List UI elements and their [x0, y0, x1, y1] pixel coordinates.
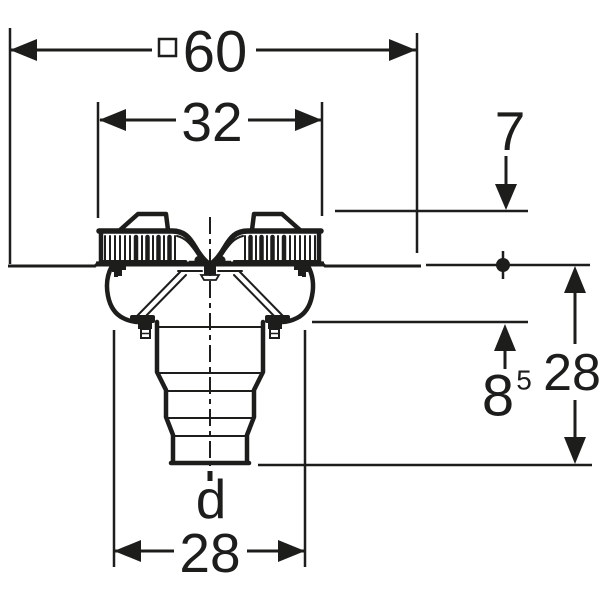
dimension-clamp-depth-8-5: 8 5	[312, 320, 532, 429]
basket-foot	[299, 265, 308, 277]
arrowhead-down	[495, 184, 517, 210]
dim-value-32: 32	[181, 91, 242, 153]
outlet-pipe	[154, 319, 266, 466]
dim-value-28: 28	[543, 344, 600, 402]
funnel-diagonal-right-inner	[233, 274, 279, 321]
center-plug	[189, 255, 231, 281]
basket-handle	[249, 211, 303, 233]
basket-foot	[112, 265, 121, 277]
clamp-bolt-head-right	[268, 323, 282, 329]
membrane-right	[319, 260, 421, 268]
datum-dot	[496, 258, 510, 272]
funnel-diagonal-left-outer	[136, 270, 182, 317]
clamp-right	[265, 315, 290, 323]
membrane-left	[8, 260, 101, 268]
basket-handle	[117, 211, 171, 233]
plug-wing-right	[214, 255, 226, 265]
dimension-overall-square-60: 60	[8, 20, 419, 264]
arrowhead-right	[295, 109, 322, 131]
arrowhead-down	[564, 437, 586, 464]
body-wall-right	[279, 263, 316, 325]
dim-value-28-bottom: 28	[179, 522, 240, 584]
arrowhead-right	[389, 39, 416, 61]
datum-marker	[426, 251, 590, 279]
dim-value-60: 60	[183, 20, 248, 85]
dimension-body-width-28: 28	[112, 330, 307, 584]
pipe-wall-left	[154, 319, 176, 465]
plug-base	[199, 274, 221, 281]
dimension-depth-28: 28	[258, 266, 600, 467]
basket-slats-thick	[248, 234, 287, 263]
clamp-bolt-head-left	[138, 323, 152, 329]
basket-slats-thin	[244, 235, 316, 262]
strainer-basket-left	[96, 211, 212, 277]
funnel-diagonal-right-outer	[238, 270, 284, 317]
arrowhead-left	[99, 109, 126, 131]
pipe-wall-right	[244, 319, 266, 465]
plug-body	[204, 265, 216, 275]
funnel-diagonal-left-inner	[141, 274, 187, 321]
arrowhead-up	[564, 266, 586, 293]
strainer-basket-right	[208, 211, 324, 277]
drain-body	[104, 263, 316, 339]
arrowhead-left	[114, 540, 141, 562]
arrowhead-right	[278, 540, 305, 562]
dimension-height-7: 7	[335, 100, 528, 213]
basket-slats-thick	[133, 234, 172, 263]
clamp-left	[130, 315, 155, 323]
dim-value-5-superscript: 5	[516, 365, 532, 396]
dim-value-7: 7	[495, 100, 526, 162]
body-wall-left	[104, 263, 141, 325]
arrowhead-left	[10, 39, 37, 61]
plug-wing-left	[194, 255, 206, 265]
dimension-grate-width-32: 32	[96, 91, 324, 218]
arrowhead-up	[494, 324, 516, 351]
basket-slats-thin	[104, 235, 176, 262]
dim-value-8: 8	[482, 364, 514, 429]
square-symbol	[157, 37, 178, 58]
